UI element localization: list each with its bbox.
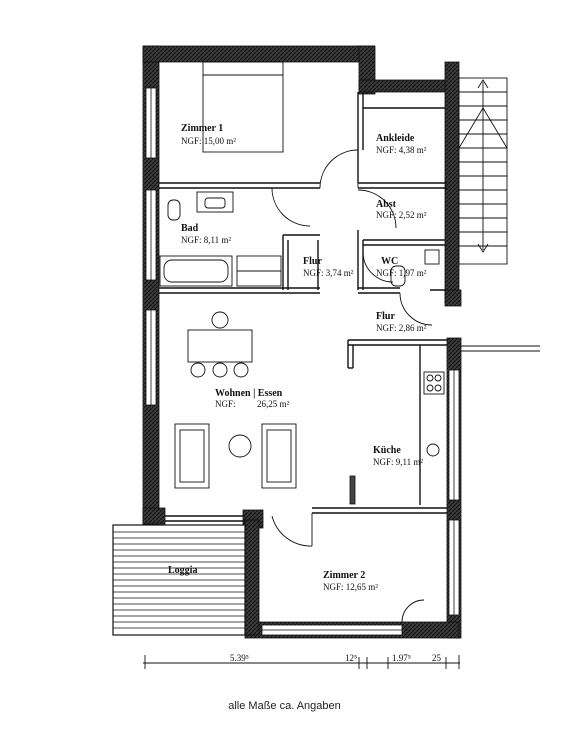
sofa-icon (174, 423, 297, 489)
bad-name: Bad (181, 223, 199, 234)
loggia-name: Loggia (168, 565, 197, 576)
dimension-label: 25 (432, 653, 442, 663)
kueche-name: Küche (373, 445, 401, 456)
wohnen-area-label: NGF: (215, 399, 236, 409)
doors (271, 149, 433, 623)
zimmer2-area: NGF: 12,65 m² (323, 582, 378, 592)
kueche-area: NGF: 9,11 m² (373, 457, 423, 467)
dimension-labels: 5.39⁵ 12⁵ 1.97⁵ 25 (230, 653, 442, 663)
zimmer1-name: Zimmer 1 (181, 123, 223, 134)
bathroom-fixtures (159, 191, 440, 287)
ankleide-area: NGF: 4,38 m² (376, 145, 427, 155)
room-labels: Zimmer 1 NGF: 15,00 m² Ankleide NGF: 4,3… (168, 123, 427, 592)
wc-area: NGF: 1,97 m² (376, 268, 427, 278)
flur2-name: Flur (376, 311, 395, 322)
wc-name: WC (381, 256, 398, 267)
bed-icon (202, 61, 284, 153)
windows (145, 87, 460, 636)
dimension-label: 1.97⁵ (392, 653, 411, 663)
bad-area: NGF: 8,11 m² (181, 235, 231, 245)
flur1-name: Flur (303, 256, 322, 267)
dimension-label: 12⁵ (345, 653, 357, 663)
interior-walls (159, 92, 447, 522)
wohnen-area-value: 26,25 m² (257, 399, 290, 409)
wohnen-name: Wohnen | Essen (215, 388, 283, 399)
loggia-deck (112, 524, 246, 636)
abst-name: Abst (376, 199, 397, 210)
dimension-line (143, 655, 460, 669)
caption: alle Maße ca. Angaben (228, 700, 341, 712)
ankleide-name: Ankleide (376, 133, 415, 144)
dining-table-icon (187, 311, 253, 378)
railing (461, 345, 540, 352)
staircase (458, 77, 508, 265)
zimmer1-area: NGF: 15,00 m² (181, 136, 236, 146)
zimmer2-name: Zimmer 2 (323, 570, 365, 581)
flur2-area: NGF: 2,86 m² (376, 323, 427, 333)
abst-area: NGF: 2,52 m² (376, 210, 427, 220)
dimension-label: 5.39⁵ (230, 653, 249, 663)
flur1-area: NGF: 3,74 m² (303, 268, 354, 278)
kitchen-fixtures (423, 371, 445, 457)
